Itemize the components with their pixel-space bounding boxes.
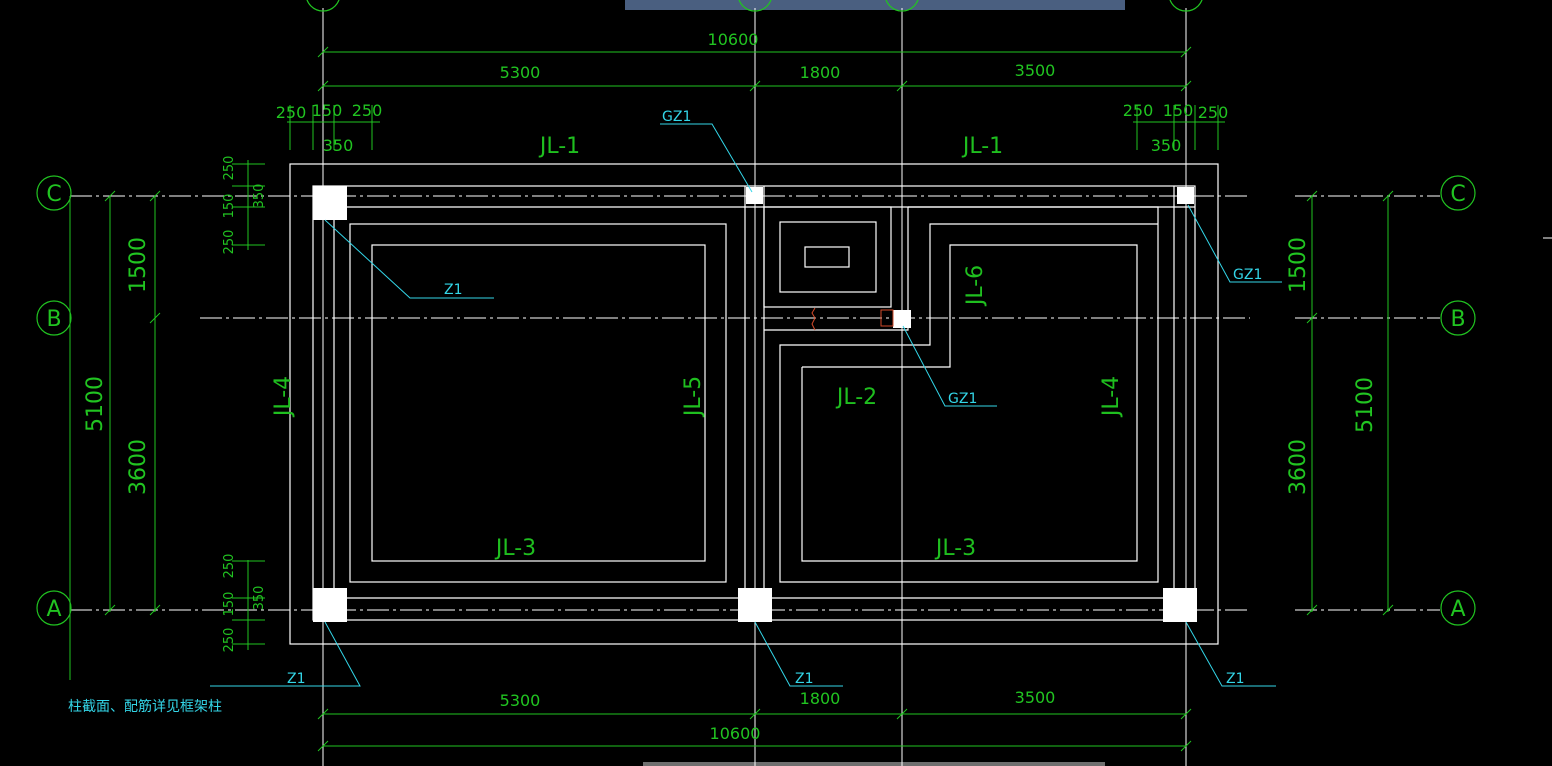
dim-col-right-2: 150 <box>1163 101 1194 120</box>
title-bar-strip <box>625 0 1125 10</box>
beam-label-bottom-left: JL-3 <box>494 536 536 561</box>
dim-bottom-total: 10600 <box>710 724 761 743</box>
dim-top-seg-1: 5300 <box>500 63 541 82</box>
right-dimension-lines <box>1306 190 1394 616</box>
label-z1-bottom-middle: Z1 <box>795 671 814 687</box>
dim-bottom-seg-1: 5300 <box>500 691 541 710</box>
beam-label-bottom-right: JL-3 <box>934 536 976 561</box>
column-gz1-b3 <box>893 310 911 328</box>
beam-label-left: JL-4 <box>271 376 296 418</box>
column-z1-a1 <box>313 588 347 622</box>
scrollbar-strip[interactable] <box>643 762 1105 766</box>
left-dimension-lines <box>69 160 265 680</box>
beam-label-middle: JL-5 <box>681 376 706 418</box>
axis-label-b-right: B <box>1450 307 1465 332</box>
foundation-outlines <box>289 163 1219 645</box>
column-z1-c1 <box>313 186 347 220</box>
label-gz1-center: GZ1 <box>948 391 977 407</box>
dim-left-col-top-1: 250 <box>222 156 237 181</box>
top-axis-bubbles <box>306 0 1203 12</box>
beam-label-right-inner: JL-6 <box>963 265 988 307</box>
axis-label-c-right: C <box>1450 182 1465 207</box>
axis-label-a-right: A <box>1450 597 1465 622</box>
dim-left-seg-1: 1500 <box>126 237 151 293</box>
label-z1-bottom-left: Z1 <box>287 671 306 687</box>
dim-right-seg-2: 3600 <box>1286 439 1311 495</box>
column-gz1-c2 <box>746 187 763 204</box>
column-z1-a2 <box>738 588 772 622</box>
label-z1-bottom-right: Z1 <box>1226 671 1245 687</box>
leader-lines <box>210 123 1282 687</box>
dim-left-col-top-3: 250 <box>222 230 237 255</box>
dim-left-seg-2: 3600 <box>126 439 151 495</box>
row-axis-bubbles <box>36 175 1476 626</box>
dim-left-col-bot-2: 150 <box>222 592 237 617</box>
dim-col-left-overall: 350 <box>323 136 354 155</box>
dim-left-col-bot-overall: 350 <box>252 586 267 611</box>
dim-col-left-2: 150 <box>312 101 343 120</box>
label-gz1-right: GZ1 <box>1233 267 1262 283</box>
dim-left-col-bot-1: 250 <box>222 554 237 579</box>
dim-right-seg-1: 1500 <box>1286 237 1311 293</box>
column-gz1-c4 <box>1177 187 1194 204</box>
label-gz1-top: GZ1 <box>662 109 691 125</box>
axis-label-b-left: B <box>46 307 61 332</box>
dim-top-seg-2: 1800 <box>800 63 841 82</box>
dim-bottom-seg-3: 3500 <box>1015 688 1056 707</box>
dim-right-total: 5100 <box>1353 377 1378 433</box>
dim-col-left-1: 250 <box>276 103 307 122</box>
bottom-dimension-lines <box>317 708 1192 752</box>
axis-label-c-left: C <box>46 182 61 207</box>
grid-lines <box>70 195 1440 611</box>
vertical-axis-lines <box>322 8 1187 766</box>
dim-col-right-overall: 350 <box>1151 136 1182 155</box>
beam-label-top-left: JL-1 <box>538 134 580 159</box>
beam-label-top-right: JL-1 <box>961 134 1003 159</box>
dim-col-right-1: 250 <box>1123 101 1154 120</box>
axis-label-a-left: A <box>46 597 61 622</box>
top-dimension-lines <box>287 46 1225 150</box>
columns <box>313 186 1197 622</box>
dim-left-total: 5100 <box>83 376 108 432</box>
column-z1-a4 <box>1163 588 1197 622</box>
dim-bottom-seg-2: 1800 <box>800 689 841 708</box>
dim-top-seg-3: 3500 <box>1015 61 1056 80</box>
dim-left-col-bot-3: 250 <box>222 628 237 653</box>
dim-left-col-top-overall: 350 <box>252 184 267 209</box>
section-markers <box>811 307 894 331</box>
beam-label-right: JL-4 <box>1099 376 1124 418</box>
dim-left-col-top-2: 150 <box>222 194 237 219</box>
label-z1-top-left: Z1 <box>444 282 463 298</box>
dim-col-left-3: 250 <box>352 101 383 120</box>
column-note: 柱截面、配筋详见框架柱 <box>68 698 222 715</box>
dim-col-right-3: 250 <box>1198 103 1229 122</box>
beam-label-center: JL-2 <box>835 385 877 410</box>
dim-top-total: 10600 <box>708 30 759 49</box>
